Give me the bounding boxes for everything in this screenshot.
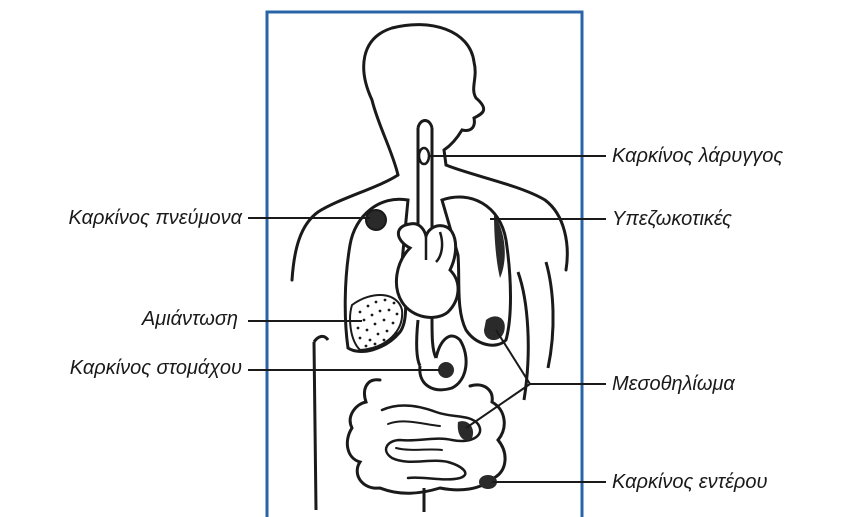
large-intestine	[347, 380, 505, 493]
label-colon-cancer: Καρκίνος εντέρου	[612, 470, 767, 494]
larynx-tumor	[419, 148, 429, 164]
esophagus	[417, 318, 436, 366]
arm-left-contour	[314, 342, 316, 510]
heart	[396, 224, 458, 318]
label-pleura: Υπεζωκοτικές	[612, 207, 732, 231]
small-intestine-2	[388, 421, 442, 450]
small-intestine	[382, 406, 480, 480]
arm-right-contour-2	[546, 262, 553, 368]
label-lung-cancer: Καρκίνος πνεύμονα	[69, 206, 242, 230]
arm-right-contour-1	[518, 272, 528, 400]
trachea	[418, 128, 432, 232]
label-mesothelioma: Μεσοθηλίωμα	[612, 372, 735, 396]
label-asbestosis: Αμιάντωση	[142, 307, 238, 331]
arm-left-curl	[314, 336, 328, 342]
lung-tumor	[366, 210, 386, 230]
leader-mesothelioma-down	[466, 384, 530, 428]
label-larynx-cancer: Καρκίνος λάρυγγος	[612, 144, 783, 168]
leader-mesothelioma-up	[496, 330, 530, 384]
stomach-tumor	[438, 362, 454, 378]
label-stomach-cancer: Καρκίνος στομάχου	[70, 356, 242, 380]
trachea-top	[418, 121, 432, 129]
